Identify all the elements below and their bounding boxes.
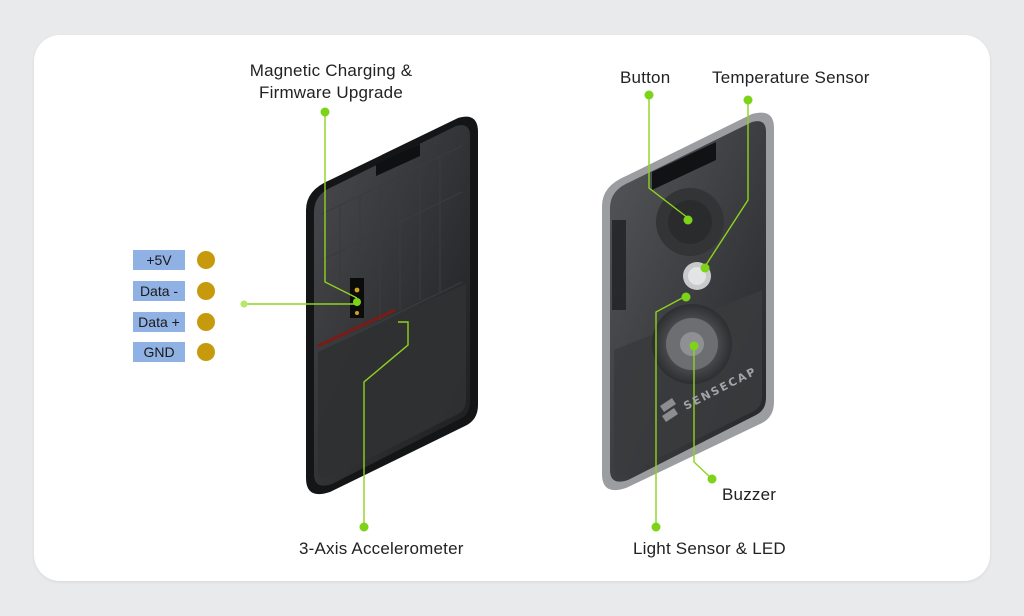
pin-label-data-plus: Data + [133,312,185,332]
label-accelerometer: 3-Axis Accelerometer [299,539,464,558]
label-button: Button [620,68,671,87]
label-temperature-sensor: Temperature Sensor [712,68,870,87]
pin-pad-gnd [197,343,215,361]
pin-pad-data-plus [197,313,215,331]
leader-lines [244,95,749,527]
label-buzzer: Buzzer [722,485,777,504]
pin-pad-data-minus [197,282,215,300]
left-device [306,116,478,495]
diagram-card [34,35,990,581]
label-magnetic-charging: Magnetic Charging & Firmware Upgrade [238,61,424,103]
pin-pad-5v [197,251,215,269]
leader-dots [240,90,753,532]
pin-label-data-minus: Data - [133,281,185,301]
label-light-sensor: Light Sensor & LED [633,539,786,558]
pin-label-5v: +5V [133,250,185,270]
pin-label-gnd: GND [133,342,185,362]
label-magnetic-line1: Magnetic Charging & [249,61,413,80]
label-magnetic-line2: Firmware Upgrade [259,83,403,102]
